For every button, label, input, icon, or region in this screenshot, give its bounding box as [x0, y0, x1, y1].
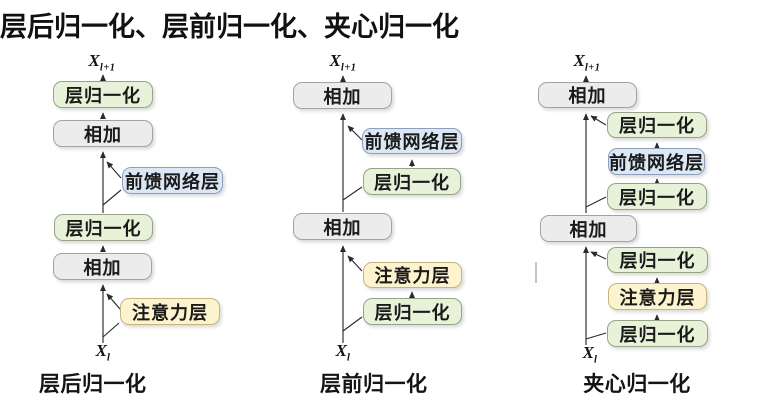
layernorm-box: 层归一化: [363, 168, 461, 195]
diagram-caption: 层前归一化: [320, 372, 428, 396]
feedforward-box: 前馈网络层: [122, 167, 223, 194]
page-title: 层后归一化、层前归一化、夹心归一化: [0, 12, 459, 42]
layernorm-box: 层归一化: [54, 214, 153, 241]
layernorm-box: 层归一化: [53, 81, 153, 108]
attention-box: 注意力层: [608, 283, 707, 310]
feedforward-box: 前馈网络层: [362, 128, 462, 154]
x-base: X: [582, 343, 594, 362]
x-base: X: [88, 51, 100, 70]
x-base: X: [95, 341, 107, 360]
layernorm-box: 层归一化: [607, 183, 707, 210]
input-label: Xl: [571, 343, 609, 365]
add-box: 相加: [293, 213, 392, 240]
x-subscript: l: [593, 354, 598, 366]
x-base: X: [335, 341, 347, 360]
diagram-caption: 夹心归一化: [583, 372, 691, 396]
output-label: Xl+1: [322, 51, 364, 73]
add-box: 相加: [538, 82, 637, 108]
x-subscript: l+1: [99, 62, 116, 74]
input-label: Xl: [324, 341, 362, 363]
output-label: Xl+1: [566, 51, 608, 73]
x-base: X: [573, 51, 585, 70]
add-box: 相加: [540, 215, 637, 242]
x-subscript: l+1: [584, 62, 601, 74]
add-box: 相加: [293, 82, 392, 109]
feedforward-box: 前馈网络层: [608, 148, 705, 175]
attention-box: 注意力层: [363, 262, 462, 288]
diagram-caption: 层后归一化: [39, 372, 147, 396]
layernorm-box: 层归一化: [363, 298, 462, 325]
add-box: 相加: [53, 120, 153, 147]
x-base: X: [329, 51, 341, 70]
add-box: 相加: [53, 253, 152, 280]
input-label: Xl: [84, 341, 122, 363]
layernorm-box: 层归一化: [607, 247, 708, 273]
x-subscript: l: [106, 352, 111, 364]
x-subscript: l+1: [340, 62, 357, 74]
output-label: Xl+1: [81, 51, 123, 73]
layernorm-box: 层归一化: [607, 320, 708, 347]
layernorm-box: 层归一化: [607, 112, 707, 138]
x-subscript: l: [346, 352, 351, 364]
attention-box: 注意力层: [120, 298, 220, 325]
